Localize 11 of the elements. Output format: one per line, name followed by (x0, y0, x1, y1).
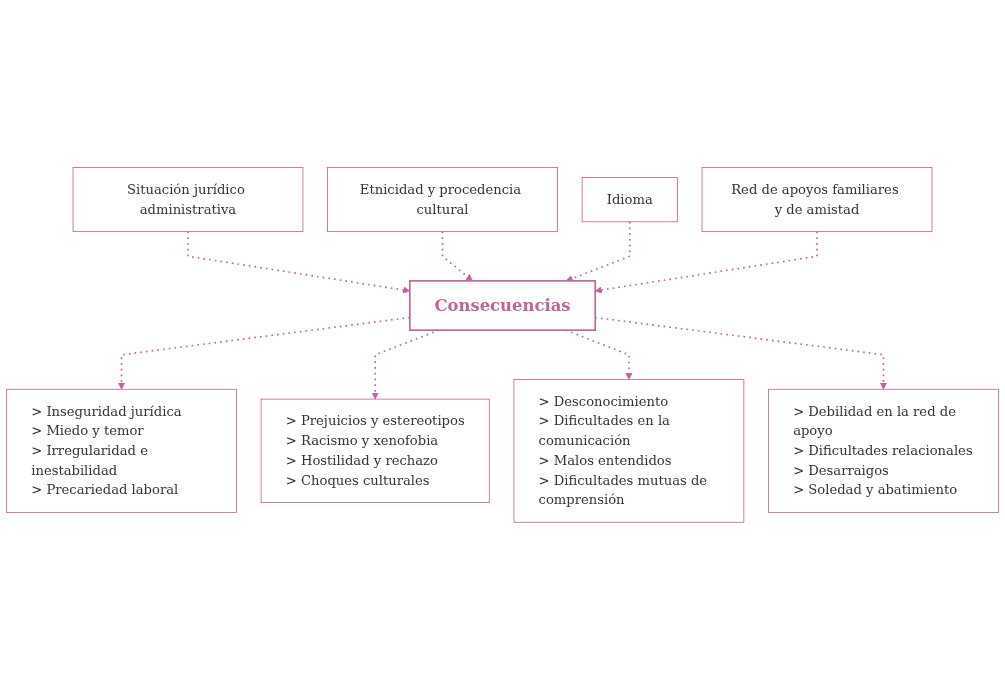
node-box: Consecuencias (409, 280, 596, 332)
node-box: > Inseguridad jurídica > Miedo y temor > Irregularidad e inestabilidad > Precariedad laboral (6, 388, 237, 513)
node-box: Idioma (581, 177, 678, 223)
node-box: Red de apoyos familiares y de amistad (701, 167, 933, 233)
node-box: > Desconocimiento > Dificultades en la comunicación > Malos entendidos > Dificultades mutuas de comprensión (513, 379, 745, 523)
arrow (441, 230, 473, 282)
node-box: Situación jurídico administrativa (72, 167, 304, 233)
node-box: > Prejuicios y estereotipos > Racismo y xenofobia > Hostilidad y rechazo > Choques culturales (260, 398, 490, 504)
node-box: > Debilidad en la red de apoyo > Dificultades relacionales > Desarraigos > Soledad y abatimiento (768, 388, 999, 513)
node-box: Etnicidad y procedencia cultural (327, 167, 558, 233)
arrow (565, 221, 631, 282)
